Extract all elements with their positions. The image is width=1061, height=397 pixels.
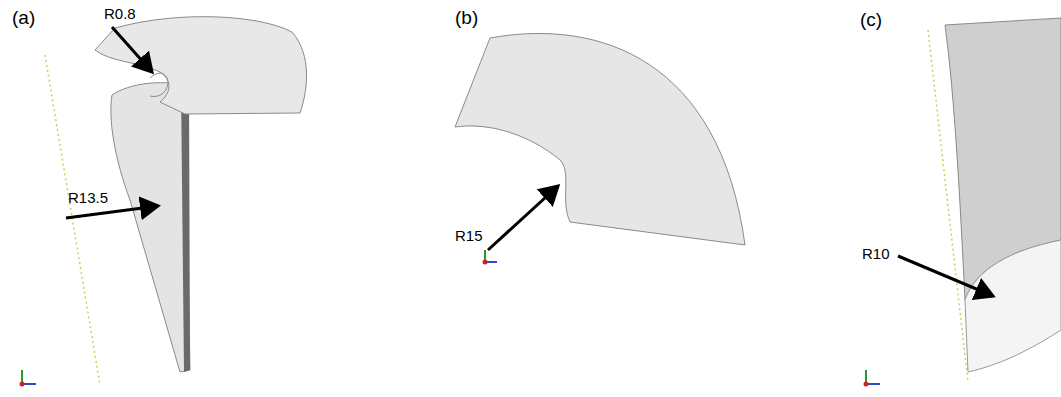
panel-letter: (c) bbox=[860, 10, 882, 31]
fillet-edge bbox=[150, 73, 168, 96]
leader-arrow bbox=[112, 27, 152, 72]
leader-arrow bbox=[488, 186, 558, 250]
dimension-label: R15 bbox=[455, 228, 483, 245]
dimension-label: R13.5 bbox=[68, 190, 108, 207]
annular-plate bbox=[455, 33, 745, 245]
axis-triad bbox=[864, 370, 881, 387]
hemispherical-bottom bbox=[965, 240, 1061, 372]
panel-letter: (b) bbox=[455, 8, 478, 29]
dimension-label: R0.8 bbox=[104, 6, 136, 23]
panel-letter: (a) bbox=[12, 8, 35, 29]
dimension-label: R10 bbox=[862, 246, 890, 263]
flange-plate bbox=[95, 17, 307, 114]
axis-line bbox=[45, 55, 100, 385]
cylinder-wall bbox=[111, 83, 190, 372]
leader-arrow bbox=[898, 256, 993, 296]
leader-arrow bbox=[66, 206, 158, 218]
axis-triad bbox=[483, 250, 498, 265]
wall-edge bbox=[181, 86, 190, 372]
axis-triad bbox=[20, 370, 37, 387]
